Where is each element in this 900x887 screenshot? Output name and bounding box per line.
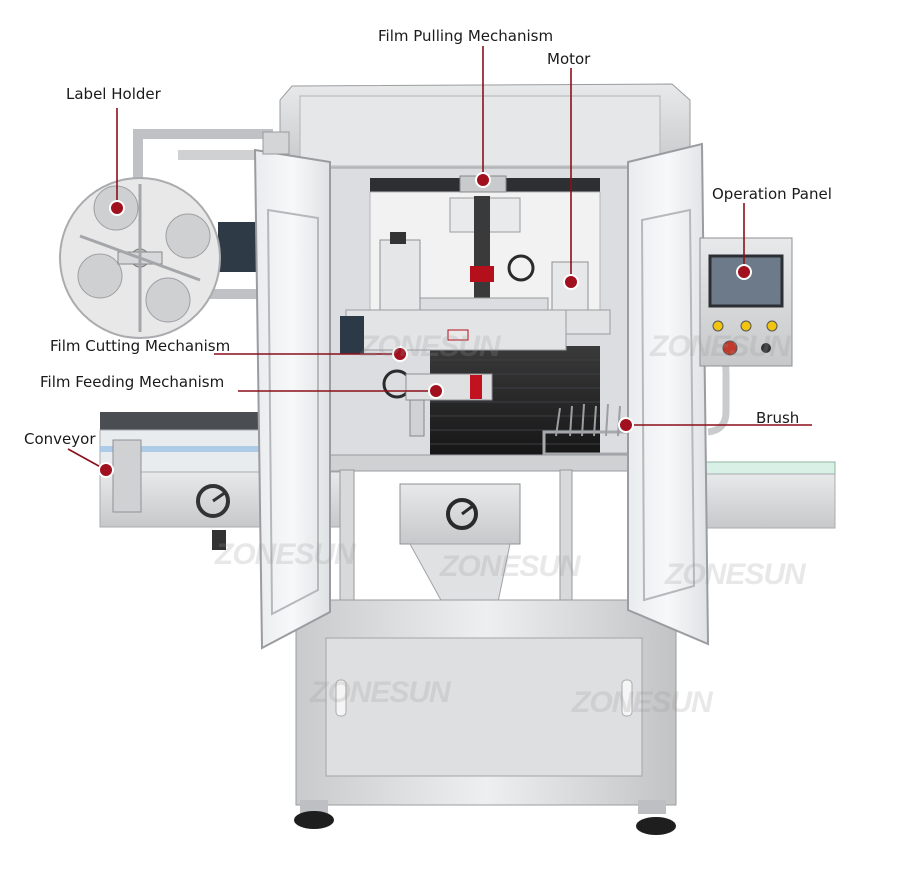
label-operation-panel: Operation Panel — [712, 185, 832, 203]
label-conveyor: Conveyor — [24, 430, 96, 448]
callout-dot-motor — [563, 274, 579, 290]
operation-panel-box — [699, 237, 793, 367]
lower-cabinet — [295, 599, 677, 806]
callout-dot-conveyor — [98, 462, 114, 478]
label-motor: Motor — [547, 50, 591, 68]
label-film-cutting-mechanism: Film Cutting Mechanism — [50, 337, 231, 355]
watermark: ZONESUN — [360, 330, 501, 363]
watermark: ZONESUN — [665, 558, 806, 591]
watermark: ZONESUN — [650, 330, 791, 363]
casters — [294, 800, 676, 835]
callout-dot-operation-panel — [736, 264, 752, 280]
callout-dot-label-holder — [109, 200, 125, 216]
callout-dot-film-feeding — [428, 383, 444, 399]
watermark: ZONESUN — [440, 550, 581, 583]
film-feeding-assembly — [382, 369, 493, 437]
label-film-feeding-mechanism: Film Feeding Mechanism — [40, 373, 225, 391]
right-conveyor — [689, 461, 836, 529]
left-door — [253, 131, 331, 650]
watermark: ZONESUN — [310, 676, 451, 709]
watermark: ZONESUN — [572, 686, 713, 719]
label-label-holder: Label Holder — [66, 85, 161, 103]
film-cutting-assembly — [340, 232, 567, 354]
top-housing — [279, 83, 691, 171]
callout-dot-film-pulling — [475, 172, 491, 188]
callout-dot-brush — [618, 417, 634, 433]
callout-dot-film-cutting — [392, 346, 408, 362]
callout-lines — [67, 46, 812, 471]
label-brush: Brush — [756, 409, 800, 427]
label-holder-wheel — [59, 177, 221, 339]
callout-dots — [98, 172, 752, 478]
label-film-pulling-mechanism: Film Pulling Mechanism — [378, 27, 554, 45]
watermark: ZONESUN — [215, 538, 356, 571]
